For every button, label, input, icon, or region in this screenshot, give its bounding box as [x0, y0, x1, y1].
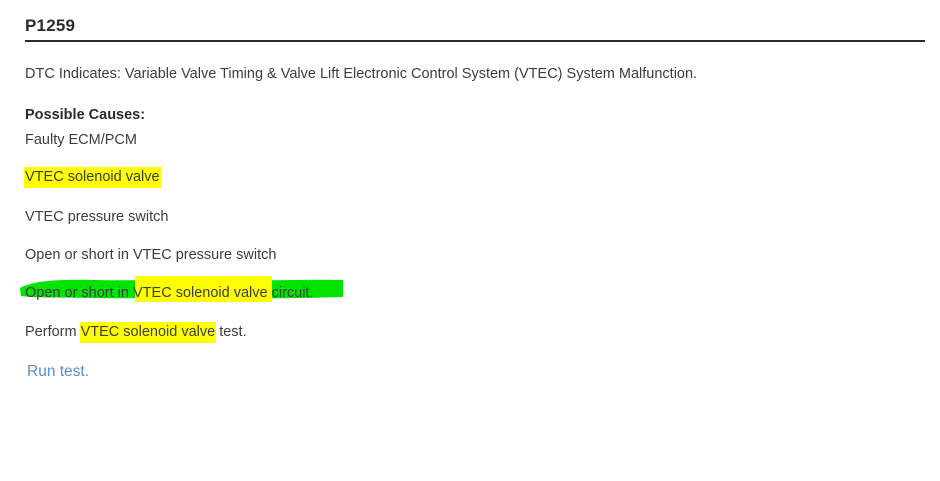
circuit-line-emphasis: VTEC solenoid valve — [133, 285, 268, 301]
cause-item-vtec-solenoid-valve: VTEC solenoid valve — [24, 167, 161, 188]
cause-item-faulty-ecm-pcm: Faulty ECM/PCM — [25, 132, 137, 148]
title-divider — [25, 40, 925, 42]
perform-prefix: Perform — [25, 324, 81, 340]
yellow-highlight-perform-emphasis: VTEC solenoid valve — [79, 322, 217, 343]
yellow-highlight-vtec-solenoid-valve: VTEC solenoid valve — [24, 167, 161, 188]
cause-item-vtec-pressure-switch: VTEC pressure switch — [25, 209, 169, 225]
dtc-description: DTC Indicates: Variable Valve Timing & V… — [25, 66, 698, 82]
cause-item-open-short-pressure-switch: Open or short in VTEC pressure switch — [25, 247, 277, 263]
cause-item-open-short-solenoid-circuit: Open or short in VTEC solenoid valve cir… — [25, 283, 314, 303]
run-test-link[interactable]: Run test. — [27, 363, 90, 380]
circuit-line-suffix: circuit. — [267, 285, 314, 301]
page-title: P1259 — [25, 16, 76, 35]
circuit-line-prefix: Open or short in — [25, 285, 133, 301]
perform-test-line: Perform VTEC solenoid valve test. — [25, 322, 247, 343]
possible-causes-heading: Possible Causes: — [25, 107, 146, 123]
yellow-highlight-inner-circuit — [135, 276, 272, 302]
perform-suffix: test. — [215, 324, 247, 340]
